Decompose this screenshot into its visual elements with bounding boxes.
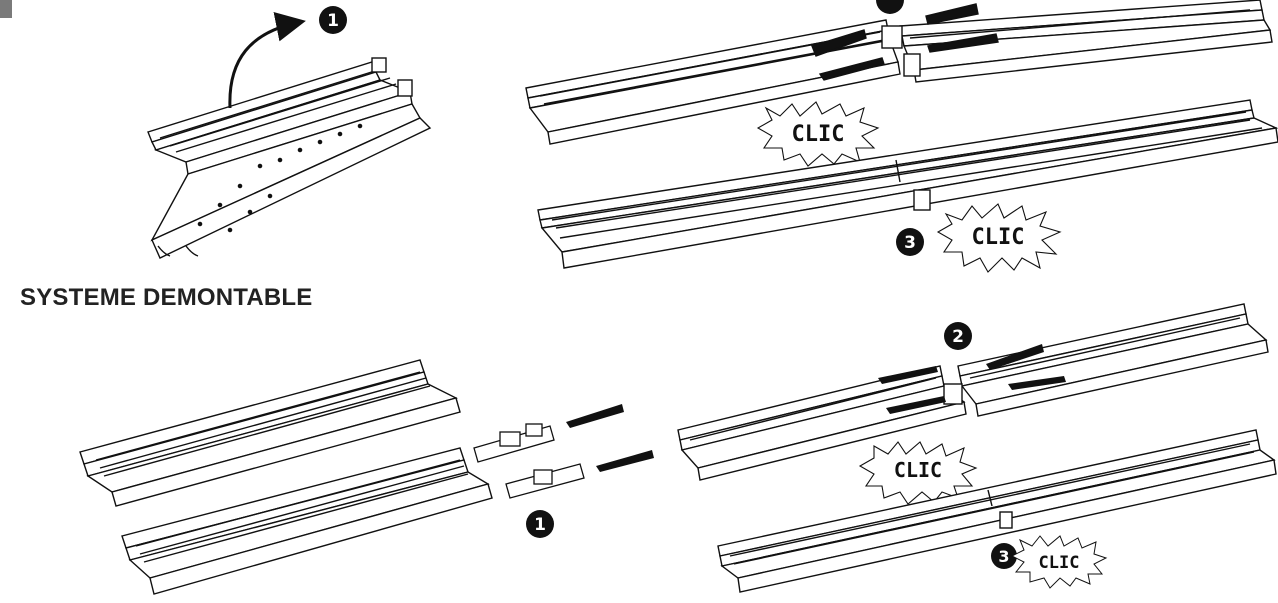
corner-tab <box>0 0 12 18</box>
step-badge-1-bottom-label: 1 <box>534 515 546 535</box>
bottom-right-joined-profile <box>717 429 1277 593</box>
connector-clips <box>473 423 585 499</box>
step-badge-3-bottom: 3 <box>991 543 1017 569</box>
bottom-insert-arrows <box>566 404 654 472</box>
lower-plate <box>150 103 432 259</box>
clic-label-3: CLIC <box>894 458 942 482</box>
step-badge-2-bottom-label: 2 <box>952 327 964 347</box>
top-right-joined-profile <box>537 99 1278 269</box>
clic-label-4: CLIC <box>1039 553 1080 573</box>
step-badge-3-top: 3 <box>896 228 924 256</box>
step-badge-1-top: 1 <box>319 6 347 34</box>
section-heading: SYSTEME DEMONTABLE <box>20 284 313 311</box>
step-badge-1-bottom: 1 <box>526 510 554 538</box>
top-right-profiles-row1 <box>525 0 1273 145</box>
step-badge-3-bottom-label: 3 <box>998 547 1009 566</box>
bottom-left-profiles <box>79 359 493 595</box>
step-badge-2-top <box>876 0 904 14</box>
upper-profile <box>147 57 413 175</box>
step-badge-1-top-label: 1 <box>327 11 339 31</box>
connector-clip-upper <box>473 423 555 463</box>
clic-label-2: CLIC <box>972 225 1025 250</box>
top-left-profile-assembly <box>147 12 432 259</box>
clic-burst-top-2: CLIC <box>936 203 1062 273</box>
flip-arrow <box>228 12 306 109</box>
connector-clip-lower <box>505 463 585 499</box>
step-badge-3-top-label: 3 <box>904 233 916 253</box>
clic-burst-bottom-2: CLIC <box>1010 535 1108 589</box>
bottom-right-insert-arrows <box>878 344 1066 414</box>
clic-burst-top-1: CLIC <box>756 101 880 167</box>
clic-label-1: CLIC <box>792 122 845 147</box>
step-badge-2-bottom: 2 <box>944 322 972 350</box>
clic-burst-bottom-1: CLIC <box>858 441 978 505</box>
